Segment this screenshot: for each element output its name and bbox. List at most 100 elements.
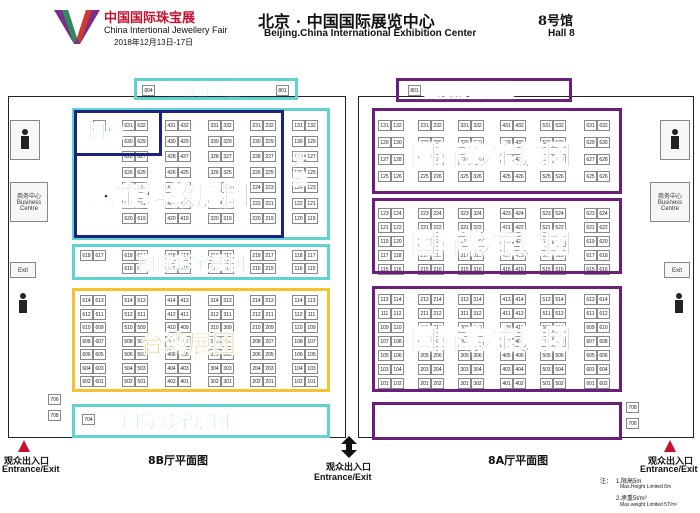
booth-521[interactable]: 521 [540,222,553,233]
booth-523[interactable]: 523 [540,208,553,219]
booth-601[interactable]: 601 [584,378,597,389]
booth-228[interactable]: 228 [431,154,444,165]
booth-303[interactable]: 303 [221,362,234,374]
booth-511[interactable]: 511 [540,308,553,319]
booth-119[interactable]: 119 [305,213,318,224]
booth-217[interactable]: 217 [263,250,276,261]
booth-326[interactable]: 326 [471,171,484,182]
booth-301[interactable]: 301 [221,376,234,387]
booth-419[interactable]: 419 [500,236,513,247]
booth-504[interactable]: 504 [553,364,566,375]
booth-313[interactable]: 313 [221,295,234,306]
booth-529[interactable]: 529 [540,137,553,148]
booth-408[interactable]: 408 [513,336,526,347]
booth-121[interactable]: 121 [378,222,391,233]
booth-204[interactable]: 204 [431,364,444,375]
booth-309[interactable]: 309 [221,322,234,333]
zone-tianya[interactable] [72,108,330,240]
booth-325[interactable]: 325 [458,171,471,182]
booth-131[interactable]: 131 [378,120,391,131]
booth-210[interactable]: 210 [250,322,263,333]
booth-615[interactable]: 615 [135,263,148,274]
booth-626[interactable]: 626 [597,171,610,182]
booth-329[interactable]: 329 [221,135,234,147]
booth-109[interactable]: 109 [378,322,391,333]
booth-607[interactable]: 607 [584,336,597,347]
booth-624[interactable]: 624 [122,182,135,193]
booth-629[interactable]: 629 [135,135,148,147]
booth-510[interactable]: 510 [122,322,135,333]
booth-122[interactable]: 122 [391,222,404,233]
booth-226[interactable]: 226 [431,171,444,182]
booth-304[interactable]: 304 [471,364,484,375]
booth-422[interactable]: 422 [165,197,178,209]
booth-101[interactable]: 101 [378,378,391,389]
booth-508[interactable]: 508 [553,336,566,347]
booth-432[interactable]: 432 [513,120,526,131]
booth-410[interactable]: 410 [513,322,526,333]
zone-intl-gem-8b-mid[interactable] [72,244,330,280]
booth-401[interactable]: 401 [178,376,191,387]
booth-509[interactable]: 509 [135,322,148,333]
booth-115[interactable]: 115 [305,263,318,274]
booth-128[interactable]: 128 [391,154,404,165]
booth-708[interactable]: 708 [626,402,639,413]
booth-602[interactable]: 602 [80,376,93,387]
booth-209[interactable]: 209 [418,322,431,333]
booth-517[interactable]: 517 [540,250,553,261]
booth-507[interactable]: 507 [540,336,553,347]
booth-209[interactable]: 209 [263,322,276,333]
booth-127[interactable]: 127 [378,154,391,165]
booth-706[interactable]: 706 [626,418,639,429]
booth-431[interactable]: 431 [165,120,178,131]
booth-218[interactable]: 218 [431,250,444,261]
booth-609[interactable]: 609 [93,322,106,333]
booth-411[interactable]: 411 [178,308,191,320]
booth-118[interactable]: 118 [391,250,404,261]
booth-607[interactable]: 607 [93,335,106,347]
booth-119[interactable]: 119 [378,236,391,247]
booth-423[interactable]: 423 [178,182,191,193]
booth-506[interactable]: 506 [553,350,566,361]
zone-intl-gem-8a-block3[interactable] [372,286,622,392]
booth-319[interactable]: 319 [221,213,234,224]
booth-220[interactable]: 220 [250,213,263,224]
booth-122[interactable]: 122 [292,197,305,209]
booth-632[interactable]: 632 [597,120,610,131]
zone-intl-gem-8b-bottom[interactable] [72,404,330,438]
booth-212[interactable]: 212 [250,308,263,320]
booth-125[interactable]: 125 [305,166,318,178]
booth-215[interactable]: 215 [418,264,431,275]
booth-103[interactable]: 103 [305,362,318,374]
booth-609[interactable]: 609 [584,322,597,333]
booth-113[interactable]: 113 [378,294,391,305]
booth-618[interactable]: 618 [122,250,135,261]
booth-315[interactable]: 315 [458,264,471,275]
booth-415[interactable]: 415 [178,263,191,274]
booth-704[interactable]: 704 [82,414,95,425]
booth-204[interactable]: 204 [250,362,263,374]
booth-614[interactable]: 614 [80,295,93,306]
booth-406[interactable]: 406 [513,350,526,361]
booth-203[interactable]: 203 [263,362,276,374]
booth-205[interactable]: 205 [263,349,276,360]
booth-508[interactable]: 508 [122,335,135,347]
booth-414[interactable]: 414 [513,294,526,305]
booth-228[interactable]: 228 [250,151,263,162]
booth-109[interactable]: 109 [305,322,318,333]
booth-311[interactable]: 311 [458,308,471,319]
booth-625[interactable]: 625 [584,171,597,182]
booth-202[interactable]: 202 [431,378,444,389]
booth-602[interactable]: 602 [597,378,610,389]
booth-105[interactable]: 105 [378,350,391,361]
booth-208[interactable]: 208 [250,335,263,347]
booth-618[interactable]: 618 [80,250,93,261]
booth-301[interactable]: 301 [458,378,471,389]
booth-205[interactable]: 205 [418,350,431,361]
booth-117[interactable]: 117 [378,250,391,261]
booth-116[interactable]: 116 [292,263,305,274]
booth-114[interactable]: 114 [391,294,404,305]
booth-231[interactable]: 231 [418,120,431,131]
booth-124[interactable]: 124 [391,208,404,219]
booth-627[interactable]: 627 [135,151,148,162]
